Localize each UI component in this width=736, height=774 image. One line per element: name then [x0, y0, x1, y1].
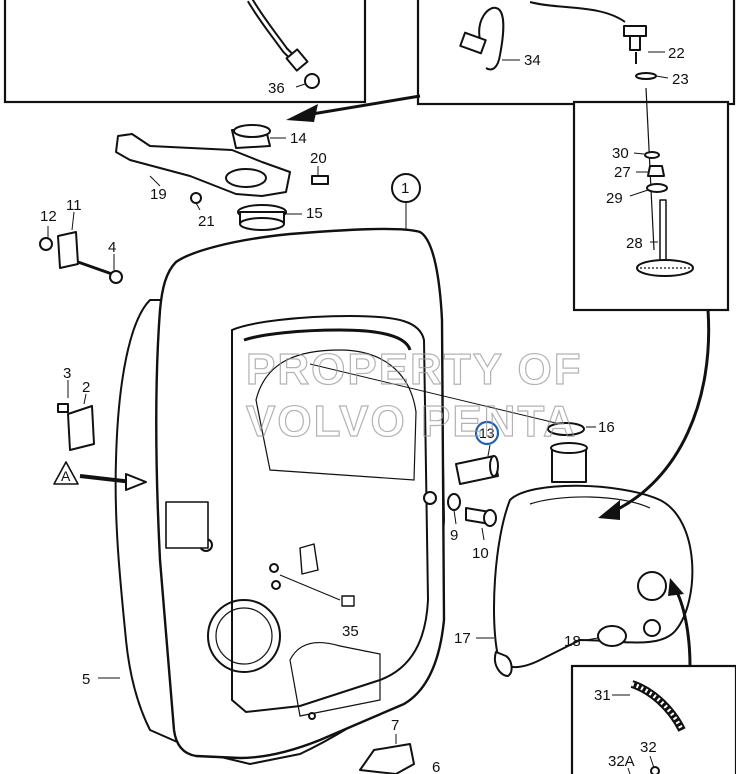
label-2: 2	[82, 379, 90, 396]
label-32: 32	[640, 739, 657, 756]
label-20: 20	[310, 150, 327, 167]
label-34: 34	[524, 52, 541, 69]
label-13: 13	[479, 425, 495, 441]
label-16: 16	[598, 419, 615, 436]
left-small-parts: 12 11 4 3 2 A 5	[39, 197, 147, 688]
watermark-line-1: PROPERTY OF	[246, 345, 583, 394]
label-7: 7	[391, 717, 399, 734]
label-27: 27	[614, 164, 631, 181]
label-28: 28	[626, 235, 643, 252]
highlight-13	[474, 420, 500, 446]
label-3: 3	[63, 365, 71, 382]
watermark-line-2: VOLVO PENTA	[246, 397, 577, 446]
detail-box-bottom-right: 31 32A 32	[570, 664, 736, 774]
bottom-parts: 7 6	[359, 717, 440, 774]
label-18: 18	[564, 633, 581, 650]
label-5: 5	[82, 671, 90, 688]
watermark: PROPERTY OF VOLVO PENTA	[245, 344, 583, 446]
label-31: 31	[594, 687, 611, 704]
label-21: 21	[198, 213, 215, 230]
detail-box-top-right: 34 22 23	[416, 0, 736, 106]
shield-housing: 1 35	[114, 173, 561, 765]
label-6: 6	[432, 759, 440, 774]
label-10: 10	[472, 545, 489, 562]
pointer-arrow-top	[286, 94, 421, 122]
label-15: 15	[306, 205, 323, 222]
label-11: 11	[66, 197, 82, 214]
mid-right-parts: 16 13 9 10	[447, 419, 615, 562]
label-14: 14	[290, 130, 307, 147]
pump-housing: 17 18	[454, 309, 711, 677]
label-35: 35	[342, 623, 359, 640]
label-4: 4	[108, 239, 116, 256]
label-17: 17	[454, 630, 471, 647]
label-12: 12	[40, 208, 57, 225]
steering-arm-assembly: 14 20 19 21 15	[115, 124, 329, 231]
label-36: 36	[268, 80, 285, 97]
detail-box-right: 30 27 29 28	[572, 87, 730, 312]
label-9: 9	[450, 527, 458, 544]
detail-box-top-left: 36	[3, 0, 367, 104]
label-23: 23	[672, 71, 689, 88]
label-1: 1	[401, 180, 409, 197]
view-a-marker: A	[61, 468, 71, 484]
label-32a: 32A	[608, 753, 635, 770]
label-30: 30	[612, 145, 629, 162]
label-19: 19	[150, 186, 167, 203]
label-29: 29	[606, 190, 623, 207]
label-22: 22	[668, 45, 685, 62]
